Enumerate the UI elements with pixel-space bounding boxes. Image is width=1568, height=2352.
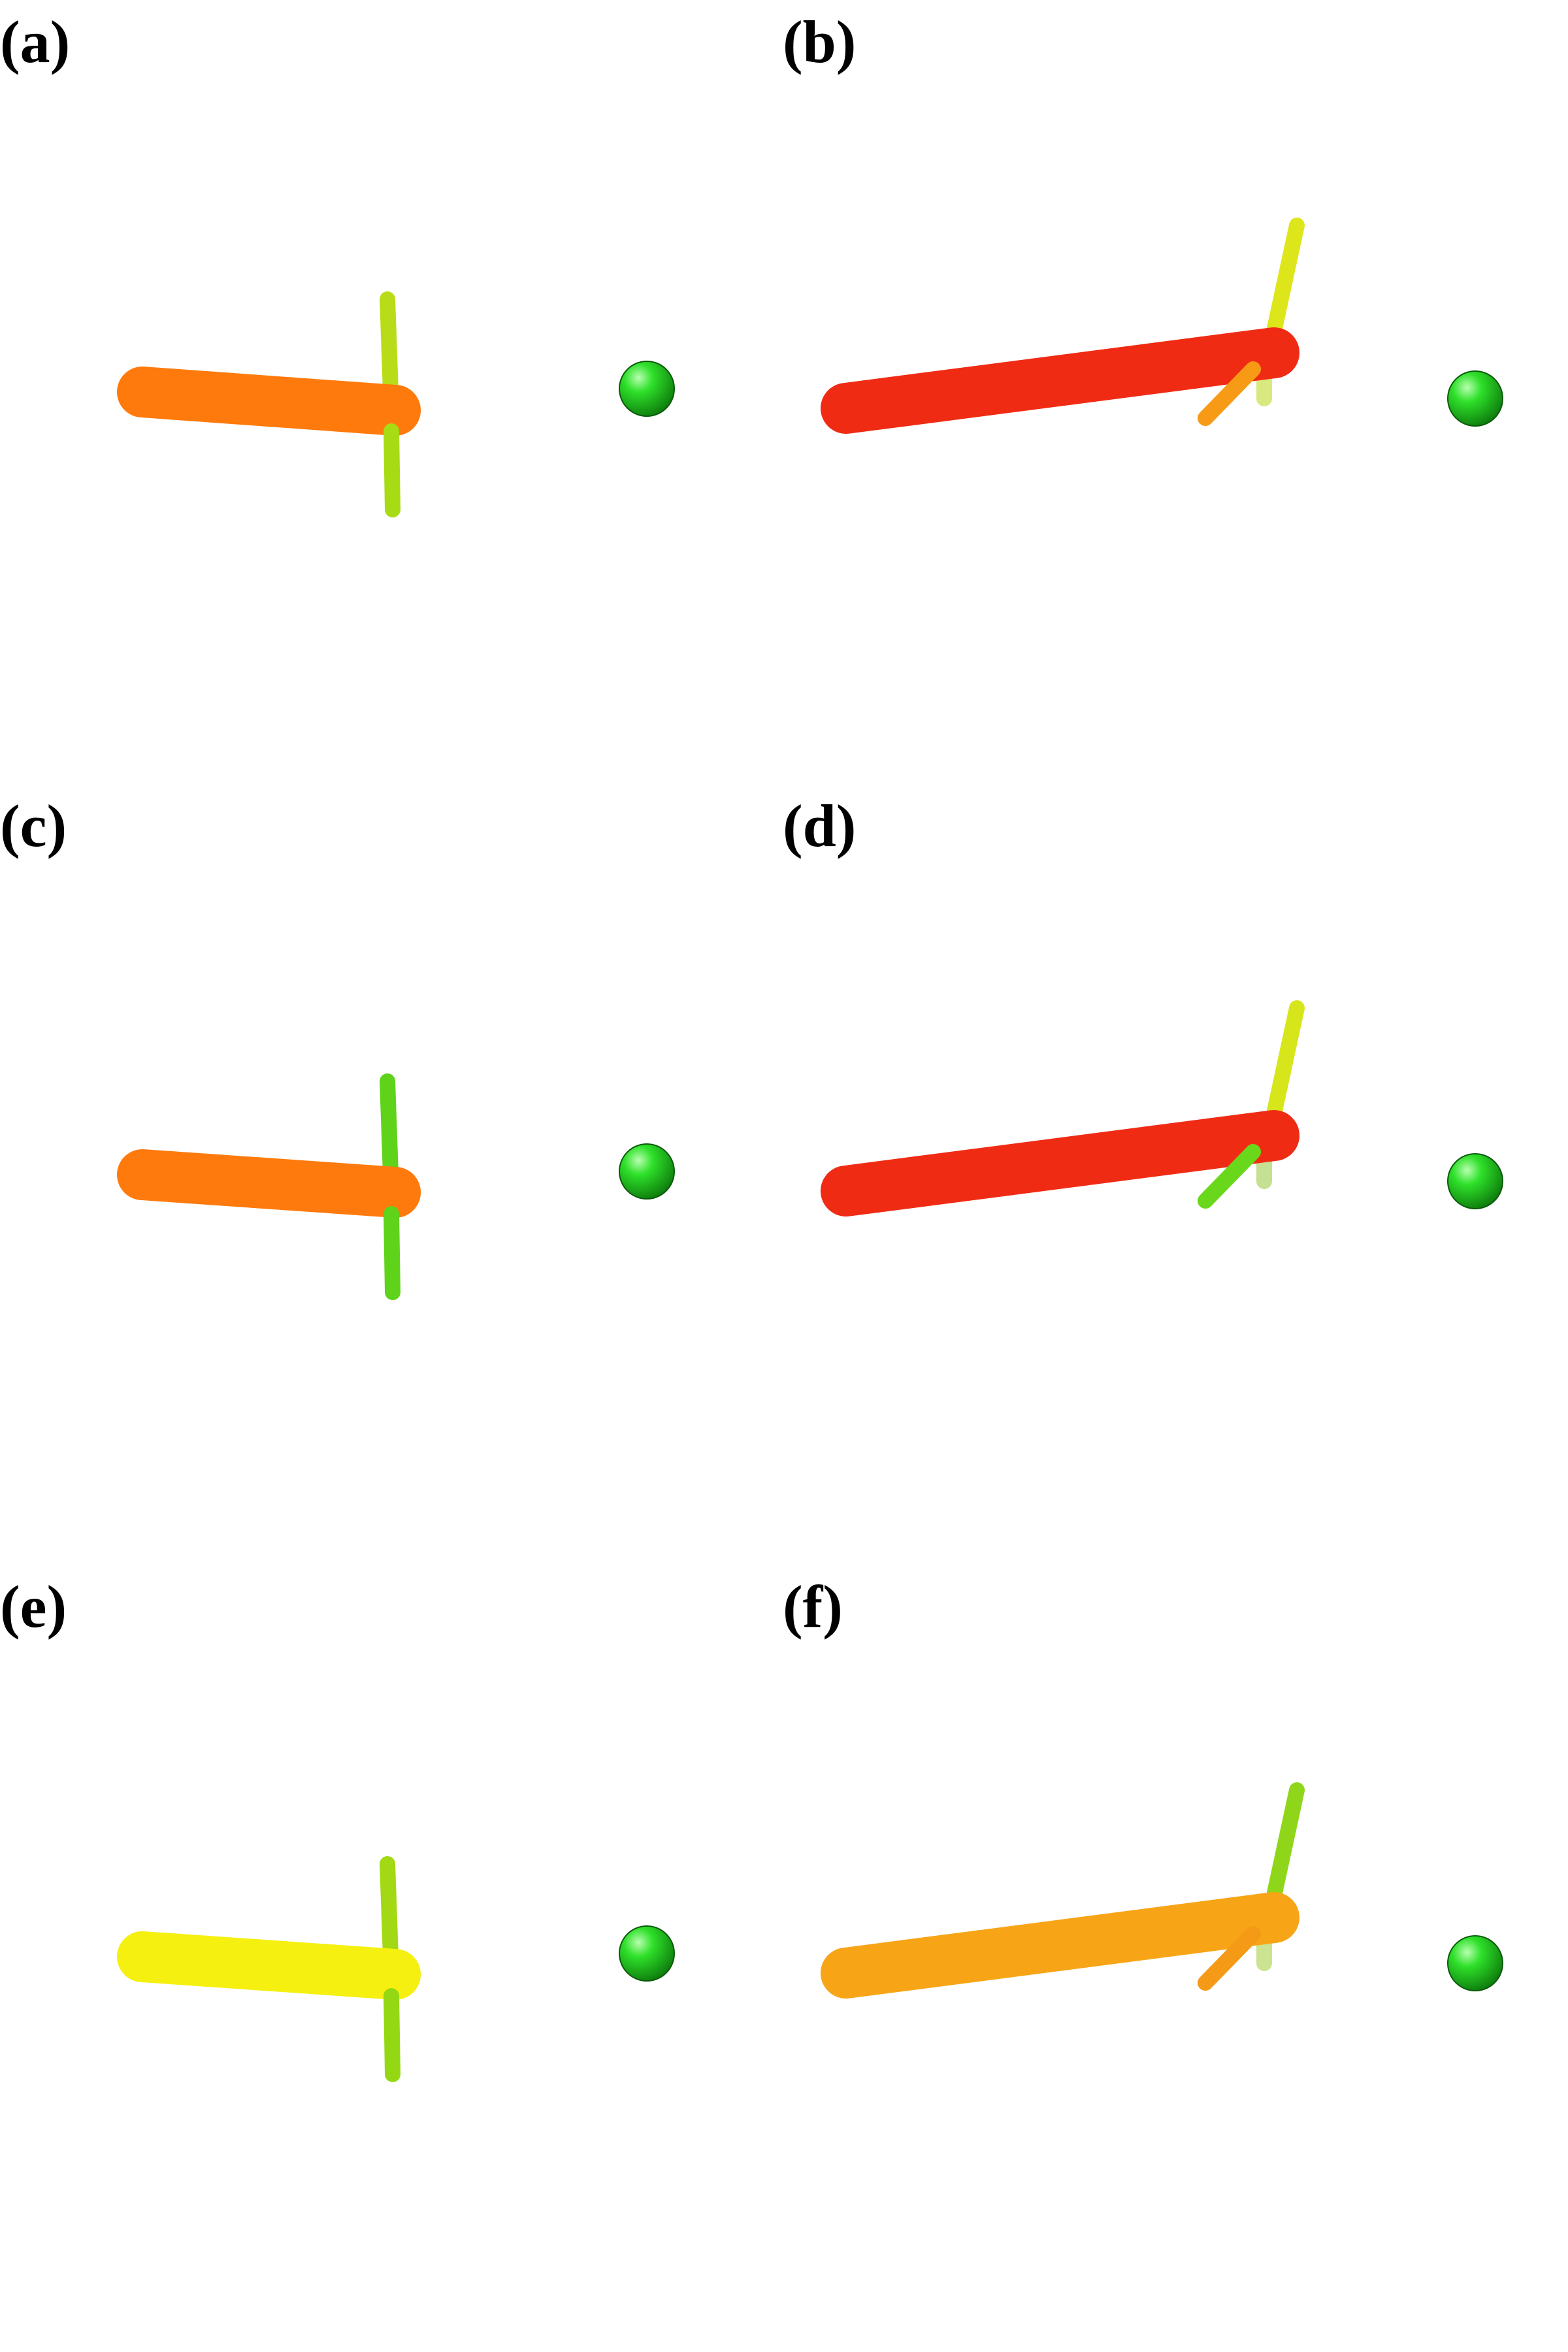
panel-label-d: (d) xyxy=(783,792,856,859)
ion-sphere-a xyxy=(619,361,675,417)
vector-assembly-f xyxy=(821,1782,1305,1999)
moment-vector-up-e xyxy=(380,1856,399,1965)
moment-rod-b xyxy=(821,327,1299,434)
moment-rod-a xyxy=(117,367,421,436)
moment-vector-up-d xyxy=(1263,1000,1305,1137)
panel-label-e: (e) xyxy=(0,1573,67,1640)
moment-vector-diag-f xyxy=(1198,1926,1261,1991)
moment-vector-down-e xyxy=(384,1988,400,2082)
vector-assembly-e xyxy=(117,1856,421,2082)
vector-assembly-d xyxy=(821,1000,1305,1217)
panel-c: (c) xyxy=(0,792,675,1300)
vector-assembly-c xyxy=(117,1073,421,1300)
moment-rod-f xyxy=(821,1892,1299,1999)
moment-rod-c xyxy=(117,1149,421,1218)
panel-b: (b) xyxy=(783,8,1503,434)
moment-vector-down-a xyxy=(384,423,400,517)
ion-sphere-d xyxy=(1447,1153,1503,1209)
moment-vector-up-a xyxy=(380,291,399,400)
panel-label-a: (a) xyxy=(0,8,70,75)
moment-rod-d xyxy=(821,1110,1299,1217)
moment-vector-up-f xyxy=(1263,1782,1305,1919)
ion-sphere-f xyxy=(1447,1935,1503,1991)
ion-sphere-e xyxy=(619,1925,675,1982)
ion-sphere-b xyxy=(1447,370,1503,427)
vector-assembly-b xyxy=(821,218,1305,434)
panel-a: (a) xyxy=(0,8,675,517)
panel-label-b: (b) xyxy=(783,8,856,75)
panel-e: (e) xyxy=(0,1573,675,2082)
panel-f: (f) xyxy=(783,1573,1503,1999)
vector-assembly-a xyxy=(117,291,421,517)
moment-rod-e xyxy=(117,1931,421,2000)
moment-vector-up-b xyxy=(1263,218,1305,354)
moment-vector-up-c xyxy=(380,1073,399,1183)
panel-label-f: (f) xyxy=(783,1573,843,1640)
moment-vector-diag-b xyxy=(1198,361,1261,426)
panel-label-c: (c) xyxy=(0,792,67,859)
ion-sphere-c xyxy=(619,1143,675,1200)
moment-vector-diag-d xyxy=(1198,1144,1261,1209)
panel-d: (d) xyxy=(783,792,1503,1217)
moment-vector-down-c xyxy=(384,1206,400,1300)
